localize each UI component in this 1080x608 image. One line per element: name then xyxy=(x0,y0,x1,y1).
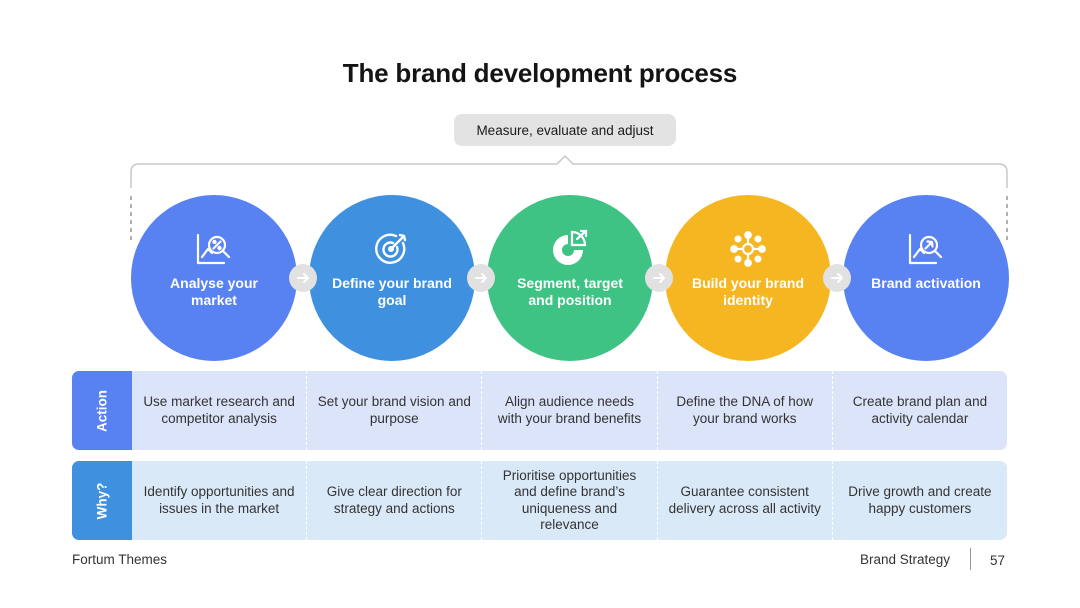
step-define-goal: Define your brand goal xyxy=(309,195,475,361)
step-segment-target: Segment, target and position xyxy=(487,195,653,361)
pie-segment-icon xyxy=(553,229,588,265)
why-row-header: Why? xyxy=(72,461,132,540)
why-row-cells: Identify opportunities and issues in the… xyxy=(132,461,1007,540)
market-analysis-icon xyxy=(196,233,231,265)
arrow-icon xyxy=(467,264,495,292)
step-label: Define your brand goal xyxy=(332,275,452,308)
step-label: Analyse your market xyxy=(170,275,258,308)
action-row-label: Action xyxy=(94,389,110,432)
action-row: Action Use market research and competito… xyxy=(72,371,1007,450)
step-label: Brand activation xyxy=(871,275,981,291)
action-cell: Align audience needs with your brand ben… xyxy=(481,371,656,450)
why-cell: Guarantee consistent delivery across all… xyxy=(656,461,832,540)
footer-brand: Fortum Themes xyxy=(72,552,168,567)
why-cell: Give clear direction for strategy and ac… xyxy=(306,461,481,540)
why-row: Why? Identify opportunities and issues i… xyxy=(72,461,1007,540)
step-build-identity: Build your brand identity xyxy=(665,195,831,361)
measure-evaluate-badge: Measure, evaluate and adjust xyxy=(454,114,676,146)
target-goal-icon xyxy=(375,233,407,264)
action-cell: Define the DNA of how your brand works xyxy=(656,371,832,450)
action-cell: Use market research and competitor analy… xyxy=(143,394,295,426)
action-cell: Set your brand vision and purpose xyxy=(306,371,481,450)
step-label: Segment, target and position xyxy=(517,275,623,308)
action-row-header: Action xyxy=(72,371,132,450)
why-cell: Drive growth and create happy customers xyxy=(831,461,1007,540)
growth-chart-icon xyxy=(908,233,943,265)
step-label: Build your brand identity xyxy=(692,275,804,308)
arrow-icon xyxy=(645,264,673,292)
why-cell: Identify opportunities and issues in the… xyxy=(143,484,295,516)
arrow-icon xyxy=(289,264,317,292)
why-cell: Prioritise opportunities and define bran… xyxy=(481,461,656,540)
network-identity-icon xyxy=(730,231,766,267)
page-number: 57 xyxy=(990,553,1006,568)
action-row-cells: Use market research and competitor analy… xyxy=(132,371,1007,450)
action-cell: Create brand plan and activity calendar xyxy=(831,371,1007,450)
footer-divider xyxy=(970,548,971,570)
step-brand-activation: Brand activation xyxy=(843,195,1009,361)
footer-section: Brand Strategy xyxy=(859,552,950,567)
step-analyse-market: Analyse your market xyxy=(131,195,297,361)
why-row-label: Why? xyxy=(94,482,110,519)
page-title: The brand development process xyxy=(342,58,738,88)
arrow-icon xyxy=(823,264,851,292)
